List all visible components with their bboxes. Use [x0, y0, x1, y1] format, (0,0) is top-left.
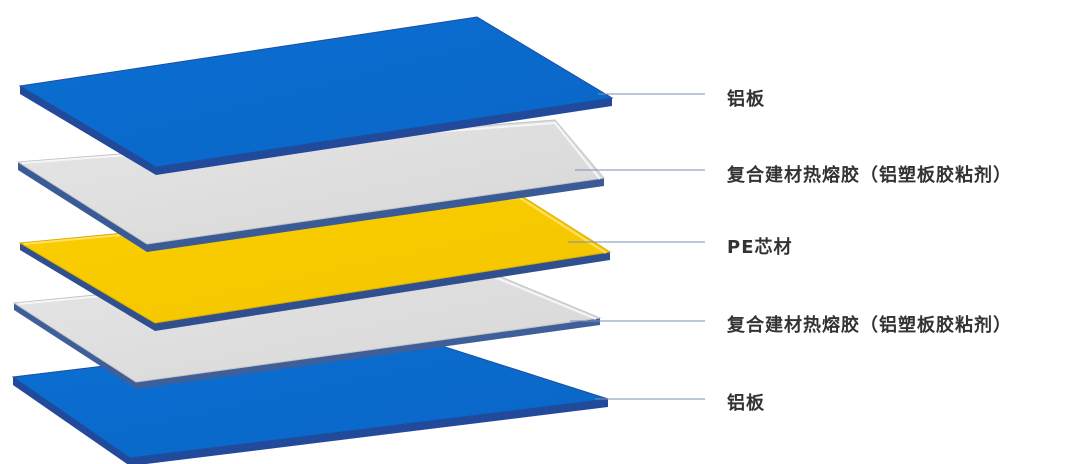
label-top-aluminum: 铝板: [727, 89, 765, 110]
label-pe-core: PE芯材: [727, 237, 793, 258]
label-upper-adhesive: 复合建材热熔胶（铝塑板胶粘剂）: [727, 165, 1012, 186]
sheet-top-aluminum: [18, 16, 614, 175]
label-lower-adhesive: 复合建材热熔胶（铝塑板胶粘剂）: [727, 315, 1012, 336]
leader-lines: [568, 93, 705, 400]
label-bottom-aluminum: 铝板: [727, 393, 765, 414]
